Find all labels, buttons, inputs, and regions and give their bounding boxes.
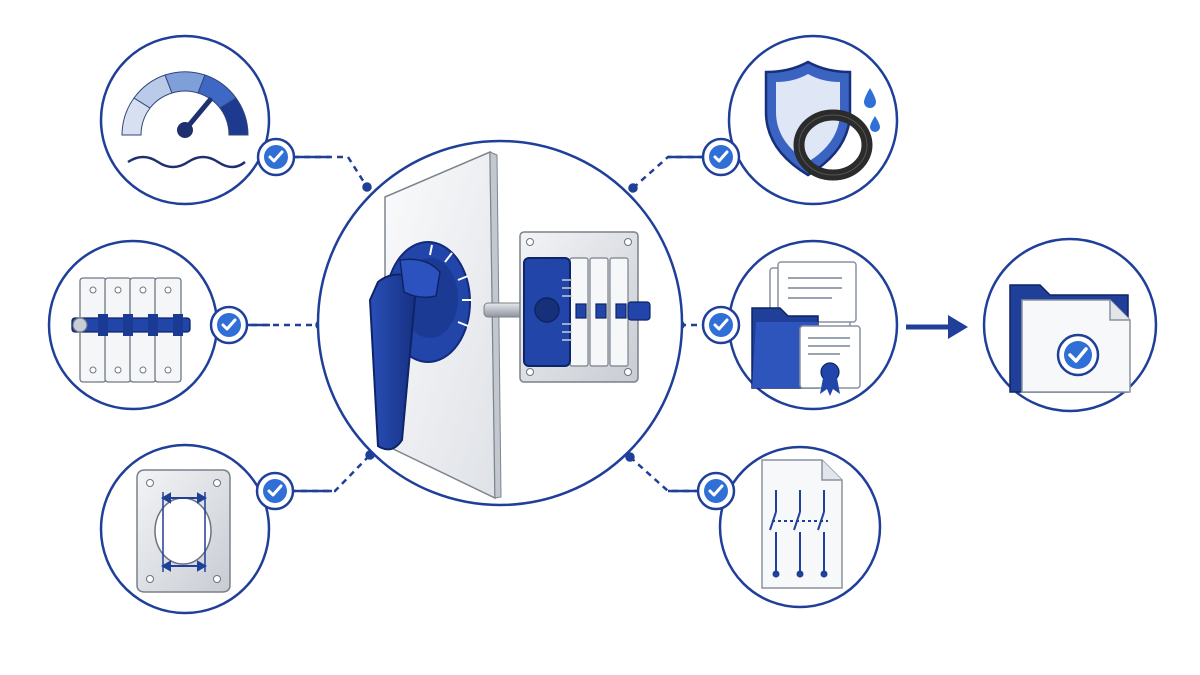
connector-pressure-rating bbox=[293, 155, 369, 188]
check-badge-ingress-protection bbox=[701, 137, 741, 177]
check-badge-wiring-diagram bbox=[696, 471, 736, 511]
check-badge-mounting-cutout bbox=[255, 471, 295, 511]
right-arrow-icon bbox=[906, 315, 968, 339]
check-badge-pressure-rating bbox=[256, 137, 296, 177]
rotary-disconnect-switch-icon bbox=[368, 150, 651, 500]
approved-folder-icon bbox=[1009, 284, 1131, 393]
shield-seal-icon bbox=[764, 60, 880, 181]
switch-module-stack-icon bbox=[71, 277, 191, 383]
mounting-plate-cutout-icon bbox=[136, 469, 231, 593]
connector-mounting-cutout bbox=[290, 454, 371, 493]
feature-pressure-rating bbox=[99, 34, 271, 206]
feature-ingress-protection bbox=[727, 34, 899, 206]
pressure-gauge-icon bbox=[121, 71, 249, 169]
feature-wiring-diagram bbox=[718, 445, 882, 609]
feature-mounting-cutout bbox=[99, 443, 271, 615]
check-badges bbox=[209, 137, 741, 511]
wiring-schematic-document-icon bbox=[761, 459, 843, 589]
check-badge-certification-docs bbox=[701, 305, 741, 345]
feature-switch-modules bbox=[47, 239, 219, 411]
certificate-folder-icon bbox=[751, 261, 861, 396]
connector-ingress-protection bbox=[632, 155, 705, 189]
result-approved bbox=[982, 237, 1158, 413]
feature-certification-docs bbox=[727, 239, 899, 411]
check-badge-switch-modules bbox=[209, 305, 249, 345]
center-product bbox=[316, 139, 684, 507]
connector-wiring-diagram bbox=[629, 456, 700, 493]
